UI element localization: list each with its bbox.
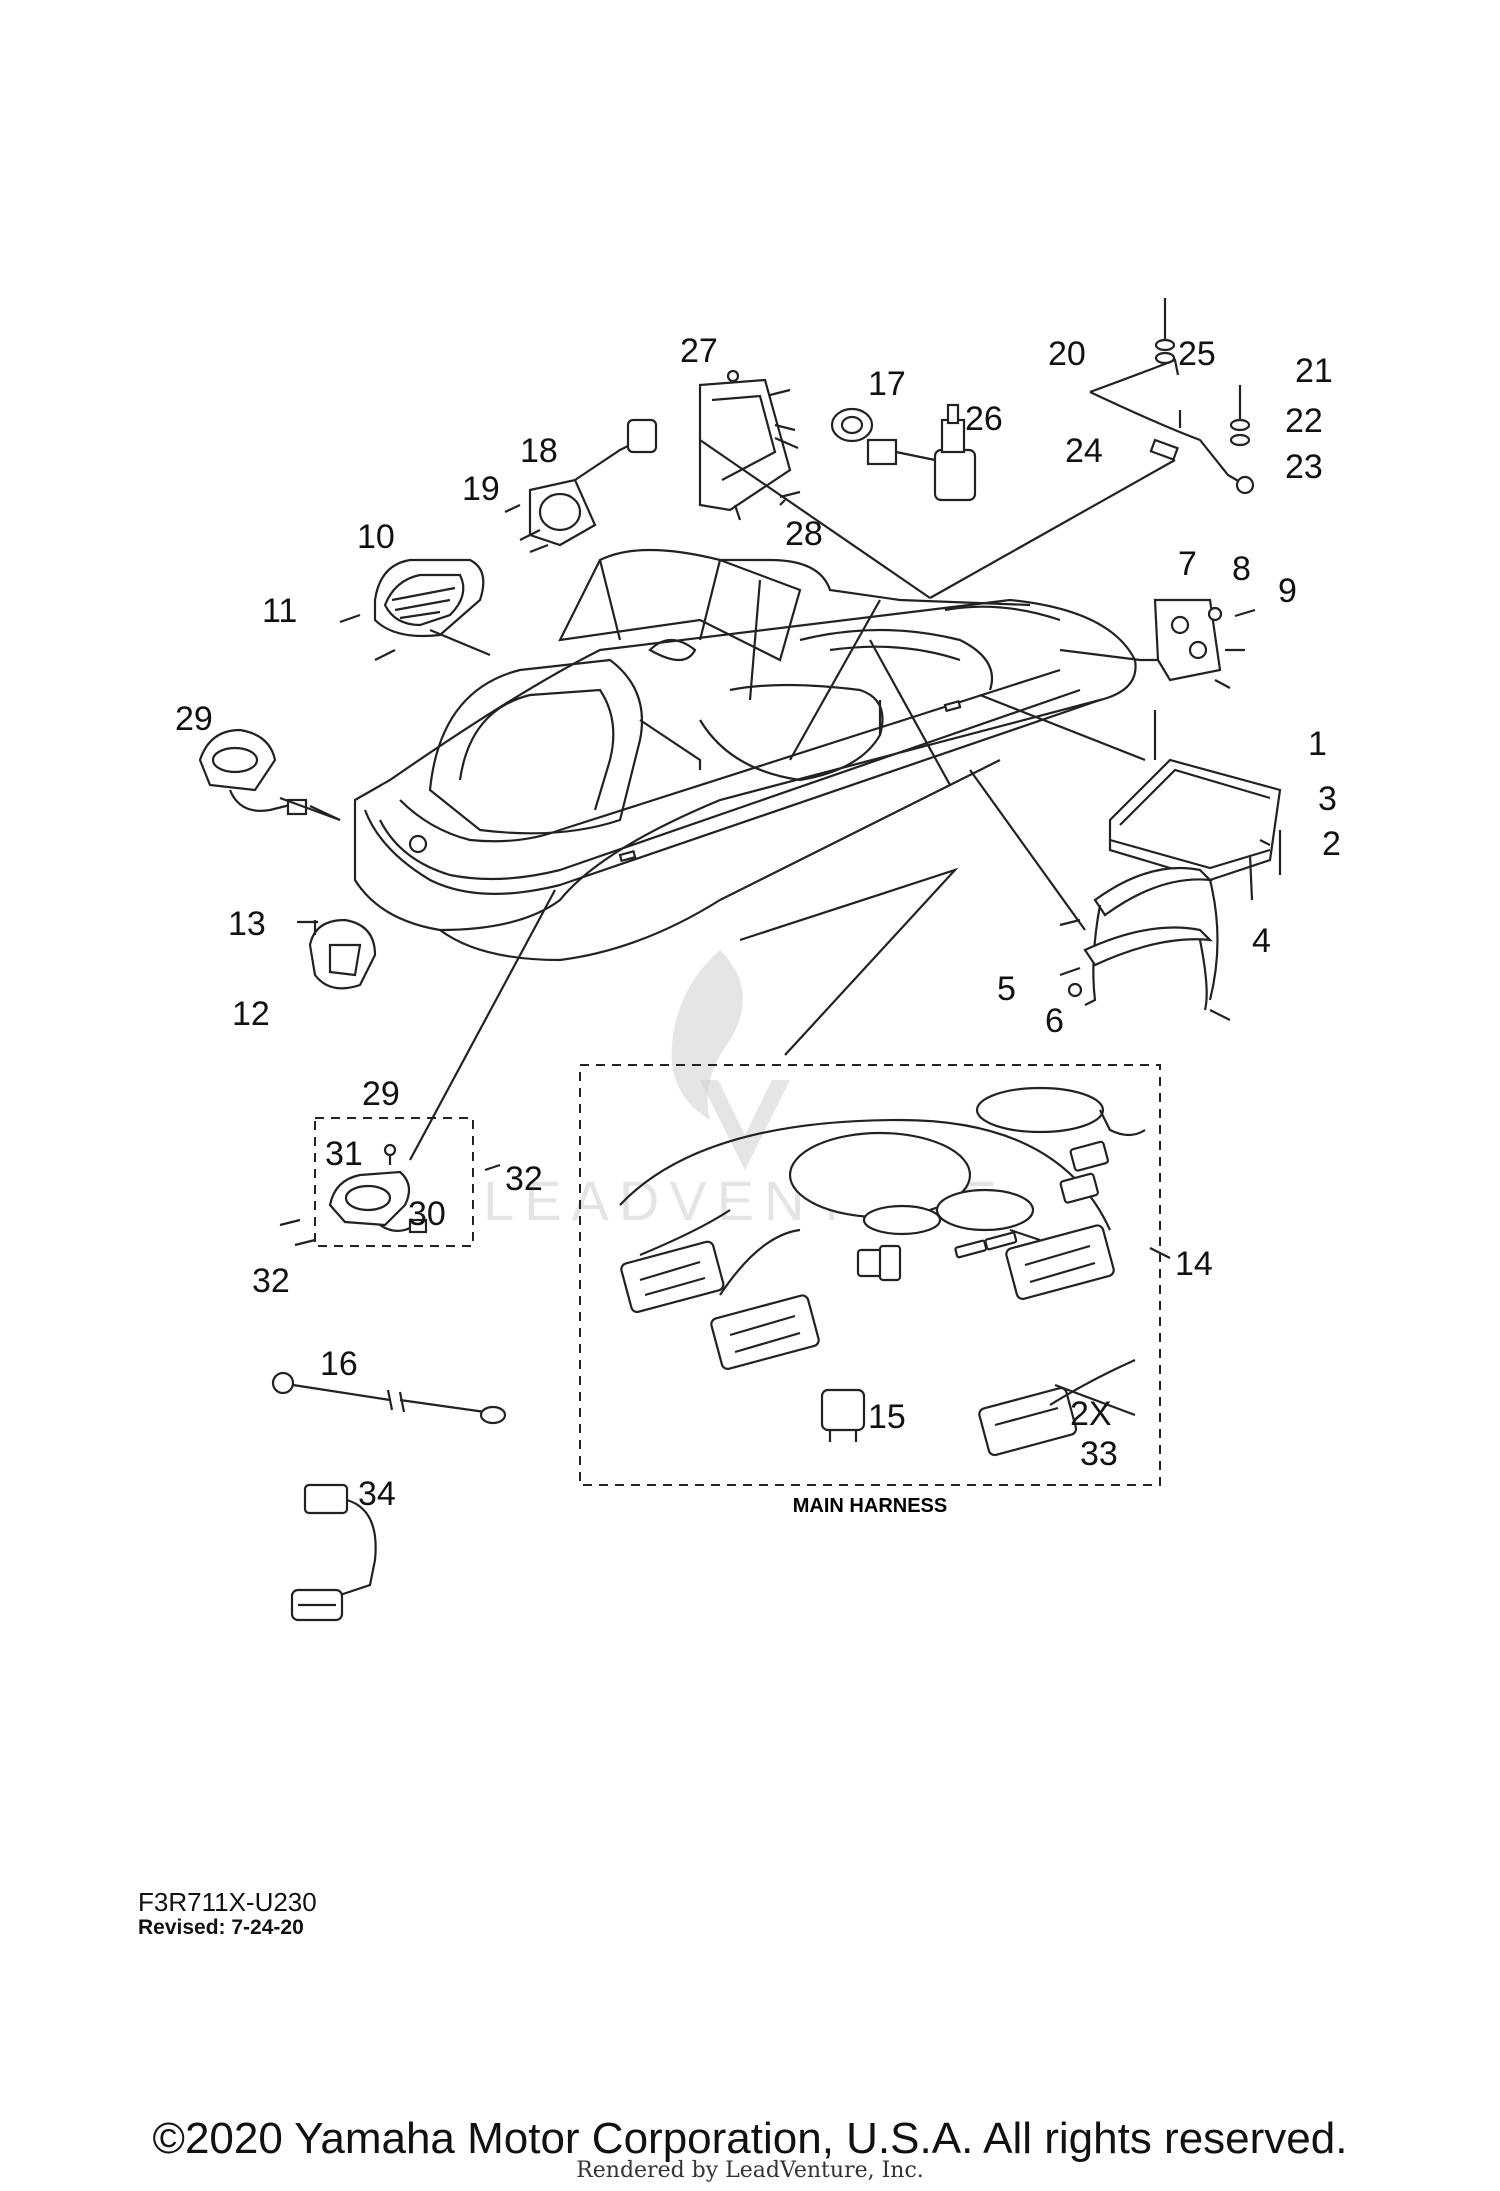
harness-connector-b: [710, 1294, 820, 1370]
main-harness-group: [579, 1064, 1161, 1486]
revised-date: Revised: 7-24-20: [138, 1916, 304, 1939]
callout-1: 1: [1308, 725, 1327, 763]
part-15-relay: [820, 1388, 866, 1442]
callout-32-left: 32: [252, 1262, 290, 1300]
callout-23: 23: [1285, 448, 1323, 486]
callout-19: 19: [462, 470, 500, 508]
callout-17: 17: [868, 365, 906, 403]
callout-12: 12: [232, 995, 270, 1033]
callout-labels: 1 2 3 4 5 6 7 8 9 10 11 12 13 14 15 16 1…: [175, 332, 1341, 1517]
harness-connector-d: [1059, 1140, 1109, 1204]
callout-9: 9: [1278, 572, 1297, 610]
callout-25: 25: [1178, 335, 1216, 373]
callout-10: 10: [357, 518, 395, 556]
callout-34: 34: [358, 1475, 396, 1513]
callout-26: 26: [965, 400, 1003, 438]
callout-13: 13: [228, 905, 266, 943]
callout-33: 33: [1080, 1435, 1118, 1473]
callout-8: 8: [1232, 550, 1251, 588]
harness-connector-f: [954, 1231, 1018, 1259]
callout-21: 21: [1295, 352, 1333, 390]
callout-14: 14: [1175, 1245, 1213, 1283]
part-1-control-module: [1108, 710, 1282, 901]
callout-29: 29: [175, 700, 213, 738]
main-harness-label: MAIN HARNESS: [793, 1495, 947, 1517]
callout-3: 3: [1318, 780, 1337, 818]
callout-31: 31: [325, 1135, 363, 1173]
part-10-speaker-grille: [339, 558, 491, 661]
callout-5: 5: [997, 970, 1016, 1008]
part-29-light: [198, 728, 341, 821]
callout-20: 20: [1048, 335, 1086, 373]
callout-28: 28: [785, 515, 823, 553]
part-4-bracket: [1059, 866, 1231, 1021]
callout-11: 11: [262, 592, 297, 630]
part-17-grommet: [830, 407, 874, 443]
diagram-code: F3R711X-U230: [138, 1887, 317, 1917]
part-7-switch-module: [1140, 598, 1256, 689]
callout-24: 24: [1065, 432, 1103, 470]
diagram-code-block: F3R711X-U230 Revised: 7-24-20: [138, 1888, 317, 1940]
part-26-sensor: [866, 403, 977, 502]
harness-connector-a: [620, 1240, 725, 1314]
callout-4: 4: [1252, 922, 1271, 960]
rendered-by: Rendered by LeadVenture, Inc.: [576, 2158, 924, 2183]
part-16-ground-cable: [271, 1371, 507, 1425]
callout-15: 15: [868, 1398, 906, 1436]
callout-2: 2: [1322, 825, 1341, 863]
callout-27: 27: [680, 332, 718, 370]
part-20-cable: [1089, 298, 1255, 495]
leader-lines: [279, 439, 1176, 1417]
multiplier-label: 2X: [1070, 1395, 1112, 1433]
light-assy-group: [279, 1117, 501, 1247]
harness-connector-c: [1005, 1224, 1115, 1300]
callout-29-assy: 29: [362, 1075, 400, 1113]
part-12-bow-light: [297, 918, 377, 990]
callout-7: 7: [1178, 545, 1197, 583]
harness-connector-e: [856, 1244, 902, 1282]
part-27-control-box: [698, 369, 801, 521]
part-18-speaker-ring: [504, 418, 658, 554]
callout-22: 22: [1285, 402, 1323, 440]
callout-16: 16: [320, 1345, 358, 1383]
part-34-adapter: [290, 1483, 377, 1622]
part-33-connector: [978, 1358, 1136, 1457]
boat-hull: [353, 548, 1137, 962]
callout-18: 18: [520, 432, 558, 470]
callout-32-right: 32: [505, 1160, 543, 1198]
copyright-notice: ©2020 Yamaha Motor Corporation, U.S.A. A…: [152, 2114, 1348, 2163]
callout-6: 6: [1045, 1002, 1064, 1040]
callout-30: 30: [408, 1195, 446, 1233]
